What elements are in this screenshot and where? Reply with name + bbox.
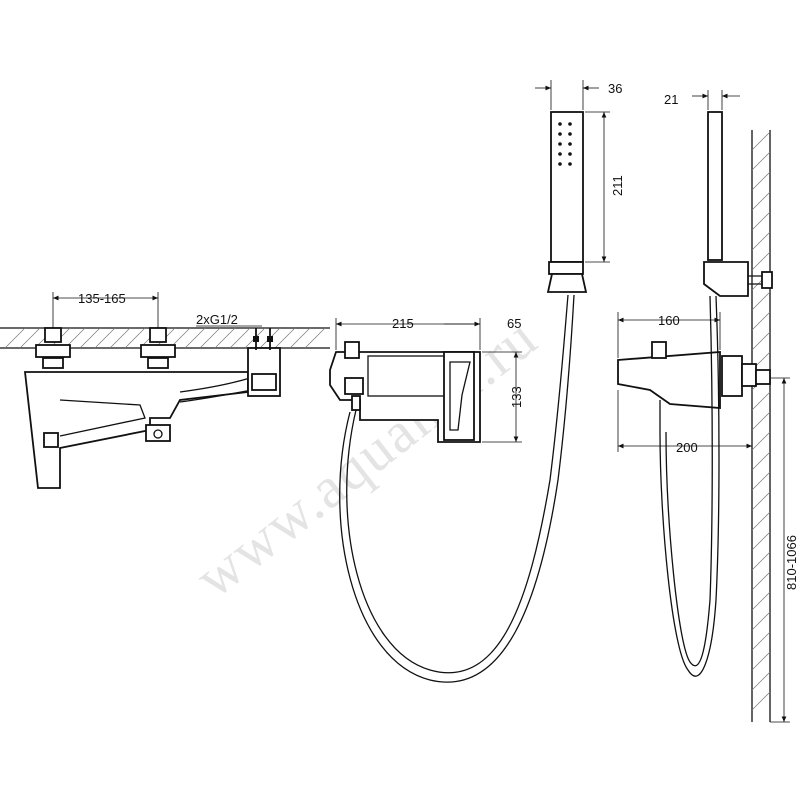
shower-nozzles [558, 122, 572, 166]
dim-projection: 200 [676, 440, 698, 455]
plan-view: 135-165 2xG1/2 [0, 291, 330, 489]
dim-spacing: 135-165 [78, 291, 126, 306]
dim-spout-length: 160 [658, 313, 680, 328]
front-view: 215 65 133 36 211 [329, 80, 625, 683]
dim-body-length: 215 [392, 316, 414, 331]
dim-holder-depth: 21 [664, 92, 678, 107]
dim-install-height: 810-1066 [784, 535, 799, 590]
side-view: 21 160 200 810-1066 [617, 90, 799, 723]
watermark: www.aquamir.ru [183, 304, 549, 610]
wall-hatch-side [751, 131, 771, 711]
dim-handshower-length: 211 [610, 175, 625, 196]
dim-lever-width: 65 [507, 316, 521, 331]
dim-body-height: 133 [509, 386, 524, 408]
dim-handshower-width: 36 [608, 81, 622, 96]
dim-connection: 2xG1/2 [196, 312, 238, 327]
